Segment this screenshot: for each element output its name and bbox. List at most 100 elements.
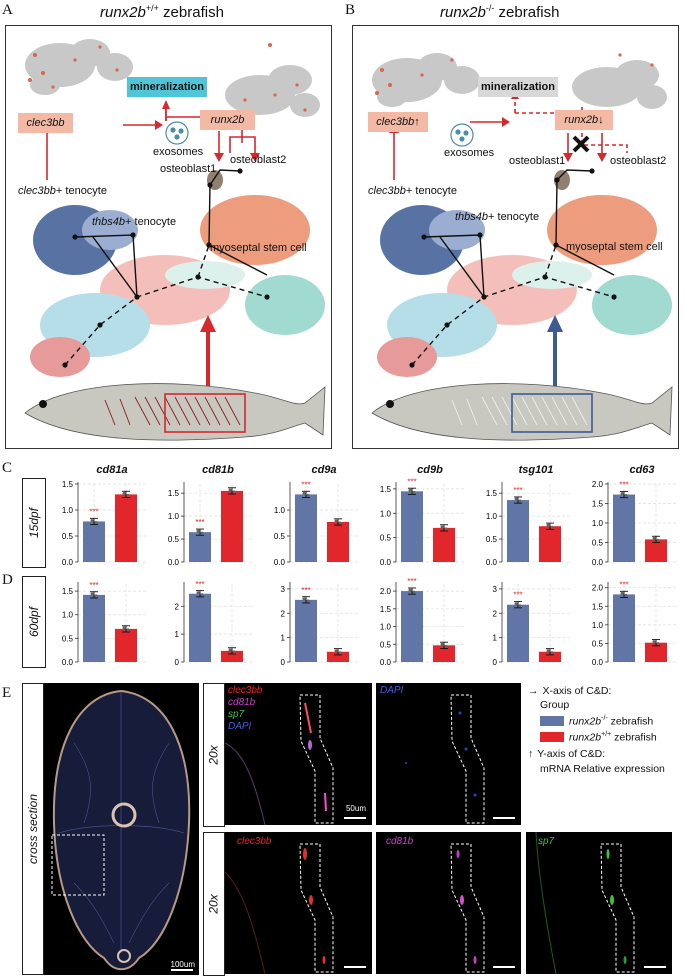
data-point (652, 536, 656, 540)
legend: → X-axis of C&D: Group runx2b-/- zebrafi… (528, 685, 665, 775)
y-tick-label: 0.5 (168, 535, 180, 544)
panel-b-clec3bb-tenocyte-gene: clec3bb (368, 185, 406, 197)
legend-ko-sup: -/- (601, 715, 608, 722)
merged-dapi-label: DAPI (228, 721, 252, 732)
y-tick-label: 0.5 (380, 534, 392, 543)
y-tick-label: 2.0 (380, 587, 392, 596)
panel-b-letter: B (345, 2, 356, 18)
panel-b-umap (371, 53, 673, 441)
scale-bar-100 (171, 969, 193, 971)
y-tick-label: 2 (175, 602, 180, 611)
significance-label: *** (89, 507, 98, 516)
bar-ko (507, 500, 529, 562)
significance-label: *** (89, 581, 98, 590)
bar-ko (401, 591, 423, 662)
bar-ko (401, 491, 423, 562)
y-tick-label: 1.0 (62, 611, 74, 620)
y-tick-label: 0 (175, 658, 180, 667)
legend-ko-gene: runx2b (569, 715, 602, 728)
gene-title-cd63: cd63 (629, 464, 655, 476)
y-tick-label: 0.5 (486, 535, 498, 544)
panel-b-myoseptal-label: myoseptal stem cell (566, 241, 663, 253)
panel-b-osteoblast1-label: osteoblast1 (509, 155, 566, 167)
significance-label: *** (195, 580, 204, 589)
bar-wt (539, 526, 561, 562)
bar-wt (645, 642, 667, 662)
data-point (444, 644, 448, 648)
data-point (334, 519, 338, 523)
bar-wt (221, 650, 243, 662)
y-tick-label: 0.0 (592, 658, 604, 667)
data-point (652, 640, 656, 644)
panel-b-title-rest: zebrafish (494, 4, 560, 21)
mag-label-2: 20x (206, 894, 221, 914)
panel-a-fish-illustration (24, 383, 326, 441)
panel-b-runx2b-text: runx2b (564, 114, 599, 126)
split-clec3bb-label: clec3bb (237, 836, 272, 847)
y-tick-label: 2 (493, 609, 498, 618)
bar-wt (645, 539, 667, 562)
data-point (412, 590, 416, 594)
data-point (408, 488, 412, 492)
panel-b-clec3bb-box: clec3bb↑ (368, 112, 428, 132)
panel-a-thumb-left (25, 39, 133, 95)
data-point (444, 527, 448, 531)
legend-wt-rest: zebrafish (611, 731, 657, 743)
panel-b-thbs4b-label: thbs4b+ tenocyte (455, 211, 539, 223)
cd81b-channel-image: cd81b (376, 832, 521, 974)
data-point (550, 651, 554, 655)
gene-title-tsg101: tsg101 (518, 464, 554, 476)
panel-a-runx2b-box: runx2b (200, 110, 255, 130)
panel-d-letter: D (2, 572, 13, 588)
data-point (90, 518, 94, 522)
legend-ko-text: runx2b-/- zebrafish (569, 715, 653, 728)
panel-b-clec3bb-tenocyte-rest: + tenocyte (405, 185, 457, 197)
panel-a-thumb-right (225, 65, 320, 117)
y-tick-label: 0 (493, 658, 498, 667)
y-tick-label: 1.5 (592, 602, 604, 611)
y-tick-label: 1.0 (592, 519, 604, 528)
legend-wt-gene: runx2b (569, 731, 602, 743)
panel-a-title-sup: +/+ (145, 3, 159, 13)
panel-a-osteoblast2-label: osteoblast2 (230, 154, 287, 166)
data-point (302, 491, 306, 495)
data-point (656, 642, 660, 646)
merged-clec3bb-label: clec3bb (228, 685, 263, 696)
y-tick-label: 0.5 (62, 532, 74, 541)
y-tick-label: 0.0 (168, 558, 180, 567)
bar-wt (221, 490, 243, 562)
scale-bar-dapi (493, 817, 515, 819)
legend-ko-rest: zebrafish (607, 715, 654, 728)
y-tick-label: 0.0 (380, 658, 392, 667)
merged-cd81b-label: cd81b (228, 697, 256, 708)
y-tick-label: 0.5 (592, 639, 604, 648)
data-point (126, 628, 130, 632)
bar-chart-cd81b-15dpf: 0.00.51.01.5*** (168, 482, 252, 567)
data-point (122, 491, 126, 495)
bar-chart-cd81a-15dpf: 0.00.51.01.5*** (62, 480, 146, 567)
data-point (228, 648, 232, 652)
bar-ko (613, 494, 635, 562)
y-tick-label: 1.0 (486, 512, 498, 521)
legend-ko-swatch (540, 716, 564, 727)
data-point (200, 593, 204, 597)
scale-bar-50 (344, 817, 366, 819)
merged-sp7-label: sp7 (228, 709, 245, 720)
panel-a-mineralization-box: mineralization (127, 77, 207, 97)
data-point (656, 538, 660, 542)
panel-d-stage-label: 60dpf (27, 606, 41, 638)
y-tick-label: 3 (281, 585, 286, 594)
legend-y-desc: mRNA Relative expression (540, 763, 665, 775)
y-tick-label: 1.0 (380, 623, 392, 632)
sp7-channel-image: sp7 (526, 831, 672, 975)
data-point (126, 493, 130, 497)
data-point (624, 494, 628, 498)
data-point (620, 492, 624, 496)
panel-a-osteoblast1-label: osteoblast1 (160, 163, 217, 175)
significance-label: *** (619, 481, 628, 490)
bar-wt (115, 494, 137, 562)
data-point (228, 488, 232, 492)
significance-label: *** (513, 486, 522, 495)
